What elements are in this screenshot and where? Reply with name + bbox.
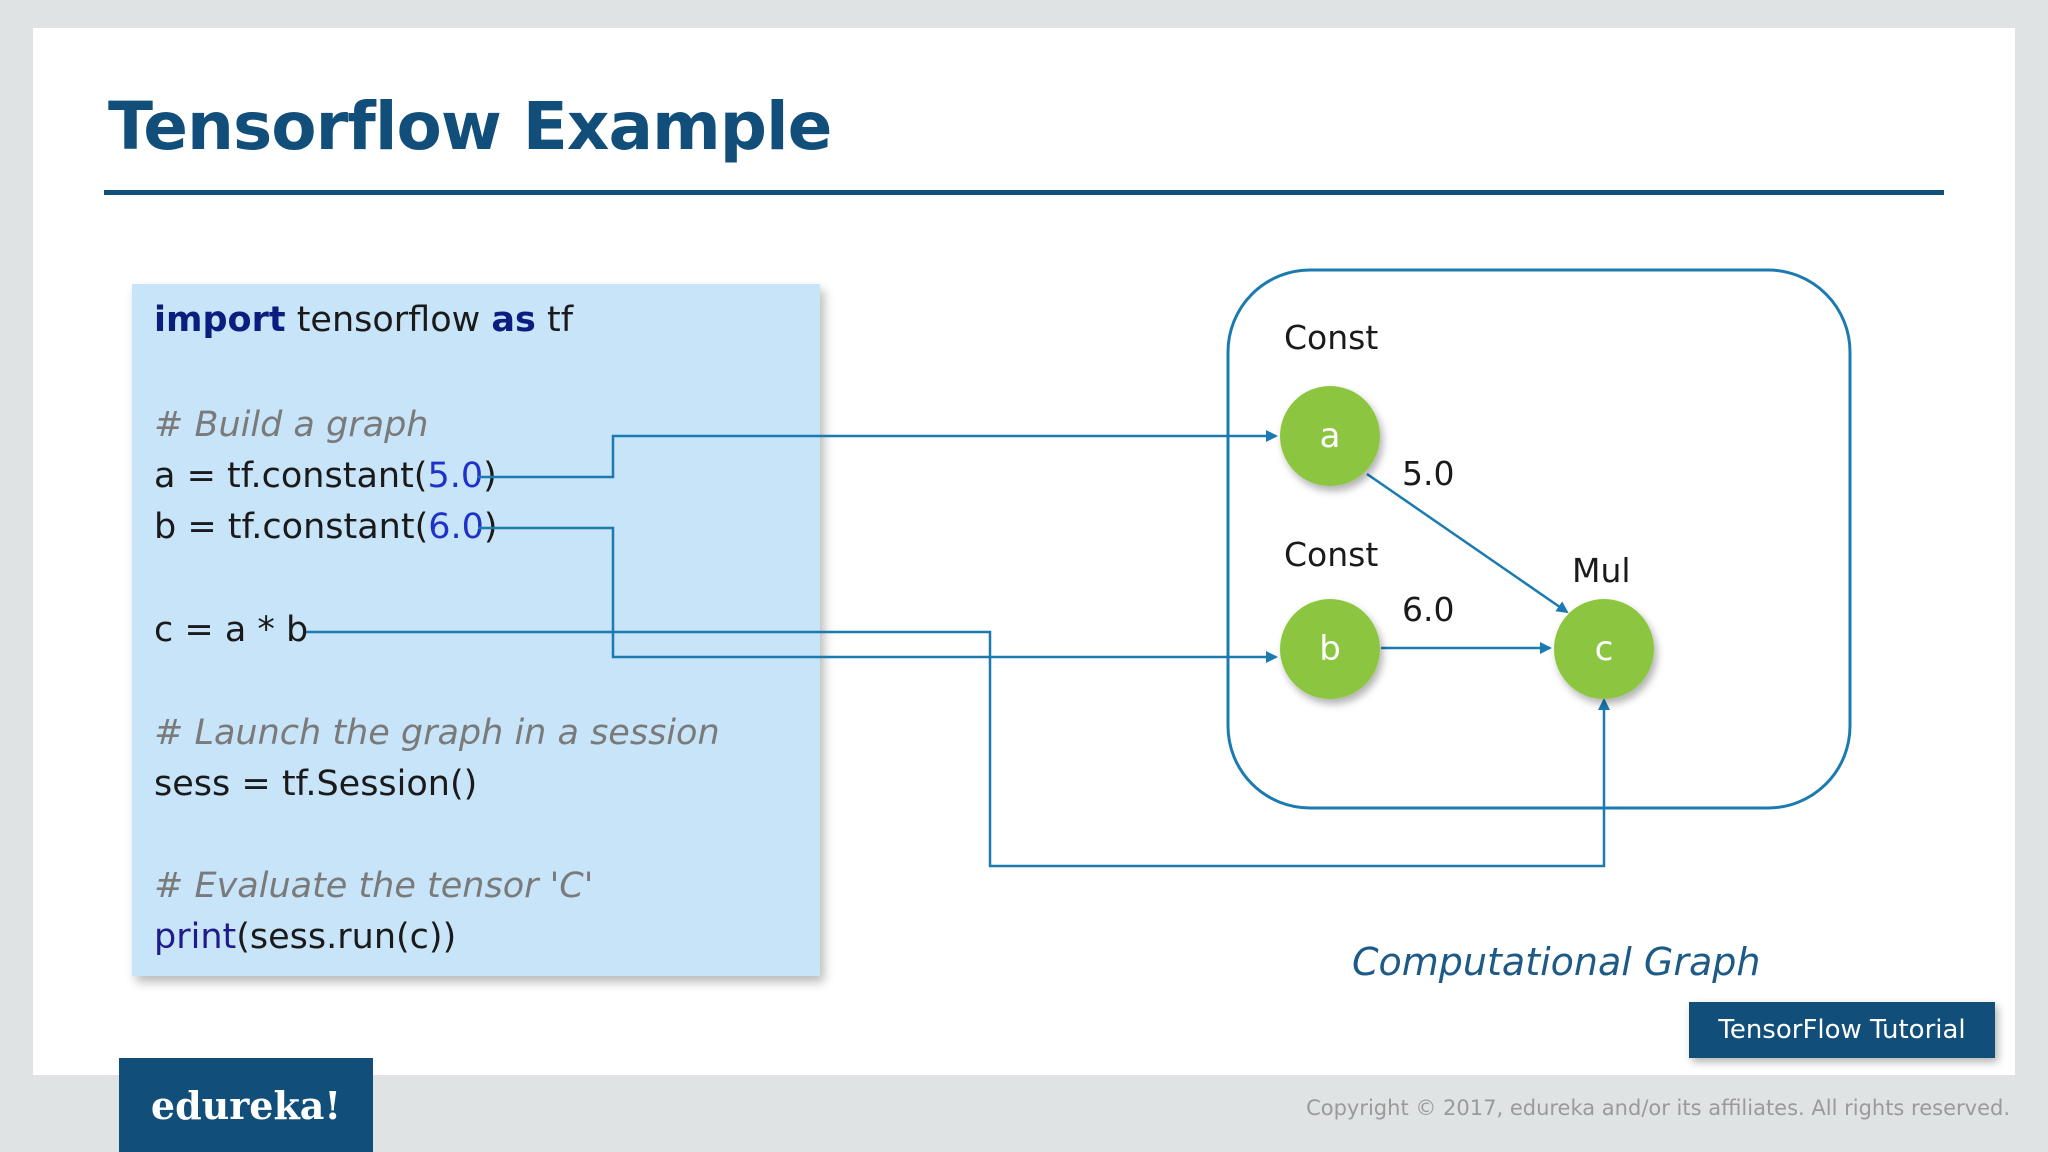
edge-a-value: 5.0 <box>1402 454 1455 493</box>
node-a-circle <box>1280 386 1380 486</box>
tutorial-button-label: TensorFlow Tutorial <box>1718 1015 1966 1045</box>
node-a-op-label: Const <box>1284 318 1379 357</box>
slide-title: Tensorflow Example <box>108 88 832 165</box>
module-name: tensorflow <box>285 300 492 340</box>
code-comment-build: # Build a graph <box>154 405 429 445</box>
code-line-c: c = a * b <box>154 610 309 650</box>
code-panel <box>132 284 820 976</box>
graph-caption: Computational Graph <box>1352 940 1761 984</box>
code-line-print: print(sess.run(c)) <box>154 917 456 957</box>
node-b-label: b <box>1319 629 1341 669</box>
node-a-label: a <box>1319 416 1341 456</box>
code-line-b: b = tf.constant(6.0) <box>154 507 498 547</box>
edge-b-value: 6.0 <box>1402 590 1455 629</box>
code-comment-session: # Launch the graph in a session <box>154 713 720 753</box>
node-c-op-label: Mul <box>1572 551 1631 590</box>
copyright-notice: Copyright © 2017, edureka and/or its aff… <box>1306 1096 2010 1120</box>
alias-name: tf <box>535 300 574 340</box>
title-underline <box>104 190 1944 195</box>
code-print-args: (sess.run(c)) <box>236 917 457 957</box>
code-comment-evaluate: # Evaluate the tensor 'C' <box>154 866 594 906</box>
code-b-number: 6.0 <box>428 507 484 547</box>
code-import-line: import tensorflow as tf <box>154 300 573 340</box>
node-c-circle <box>1554 599 1654 699</box>
connector-a-to-node-a <box>478 430 1278 479</box>
code-a-number: 5.0 <box>427 456 484 496</box>
node-b-op-label: Const <box>1284 535 1379 574</box>
node-c-label: c <box>1594 629 1614 669</box>
code-line-session: sess = tf.Session() <box>154 764 478 804</box>
keyword-import: import <box>154 300 286 340</box>
node-b-circle <box>1280 599 1380 699</box>
code-a-prefix: a = tf.constant( <box>154 456 428 496</box>
keyword-as: as <box>491 300 536 340</box>
edge-a-to-c <box>1366 472 1569 614</box>
connector-b-to-node-b <box>478 526 1278 663</box>
code-b-prefix: b = tf.constant( <box>154 507 429 547</box>
code-print-fn: print <box>154 917 237 957</box>
graph-container-frame <box>1226 268 1852 810</box>
logo-text: edureka! <box>150 1082 342 1128</box>
tensorflow-tutorial-button[interactable]: TensorFlow Tutorial <box>1689 1002 1995 1058</box>
edureka-logo: edureka! <box>119 1058 373 1152</box>
connector-c-to-node-c <box>306 630 1610 868</box>
